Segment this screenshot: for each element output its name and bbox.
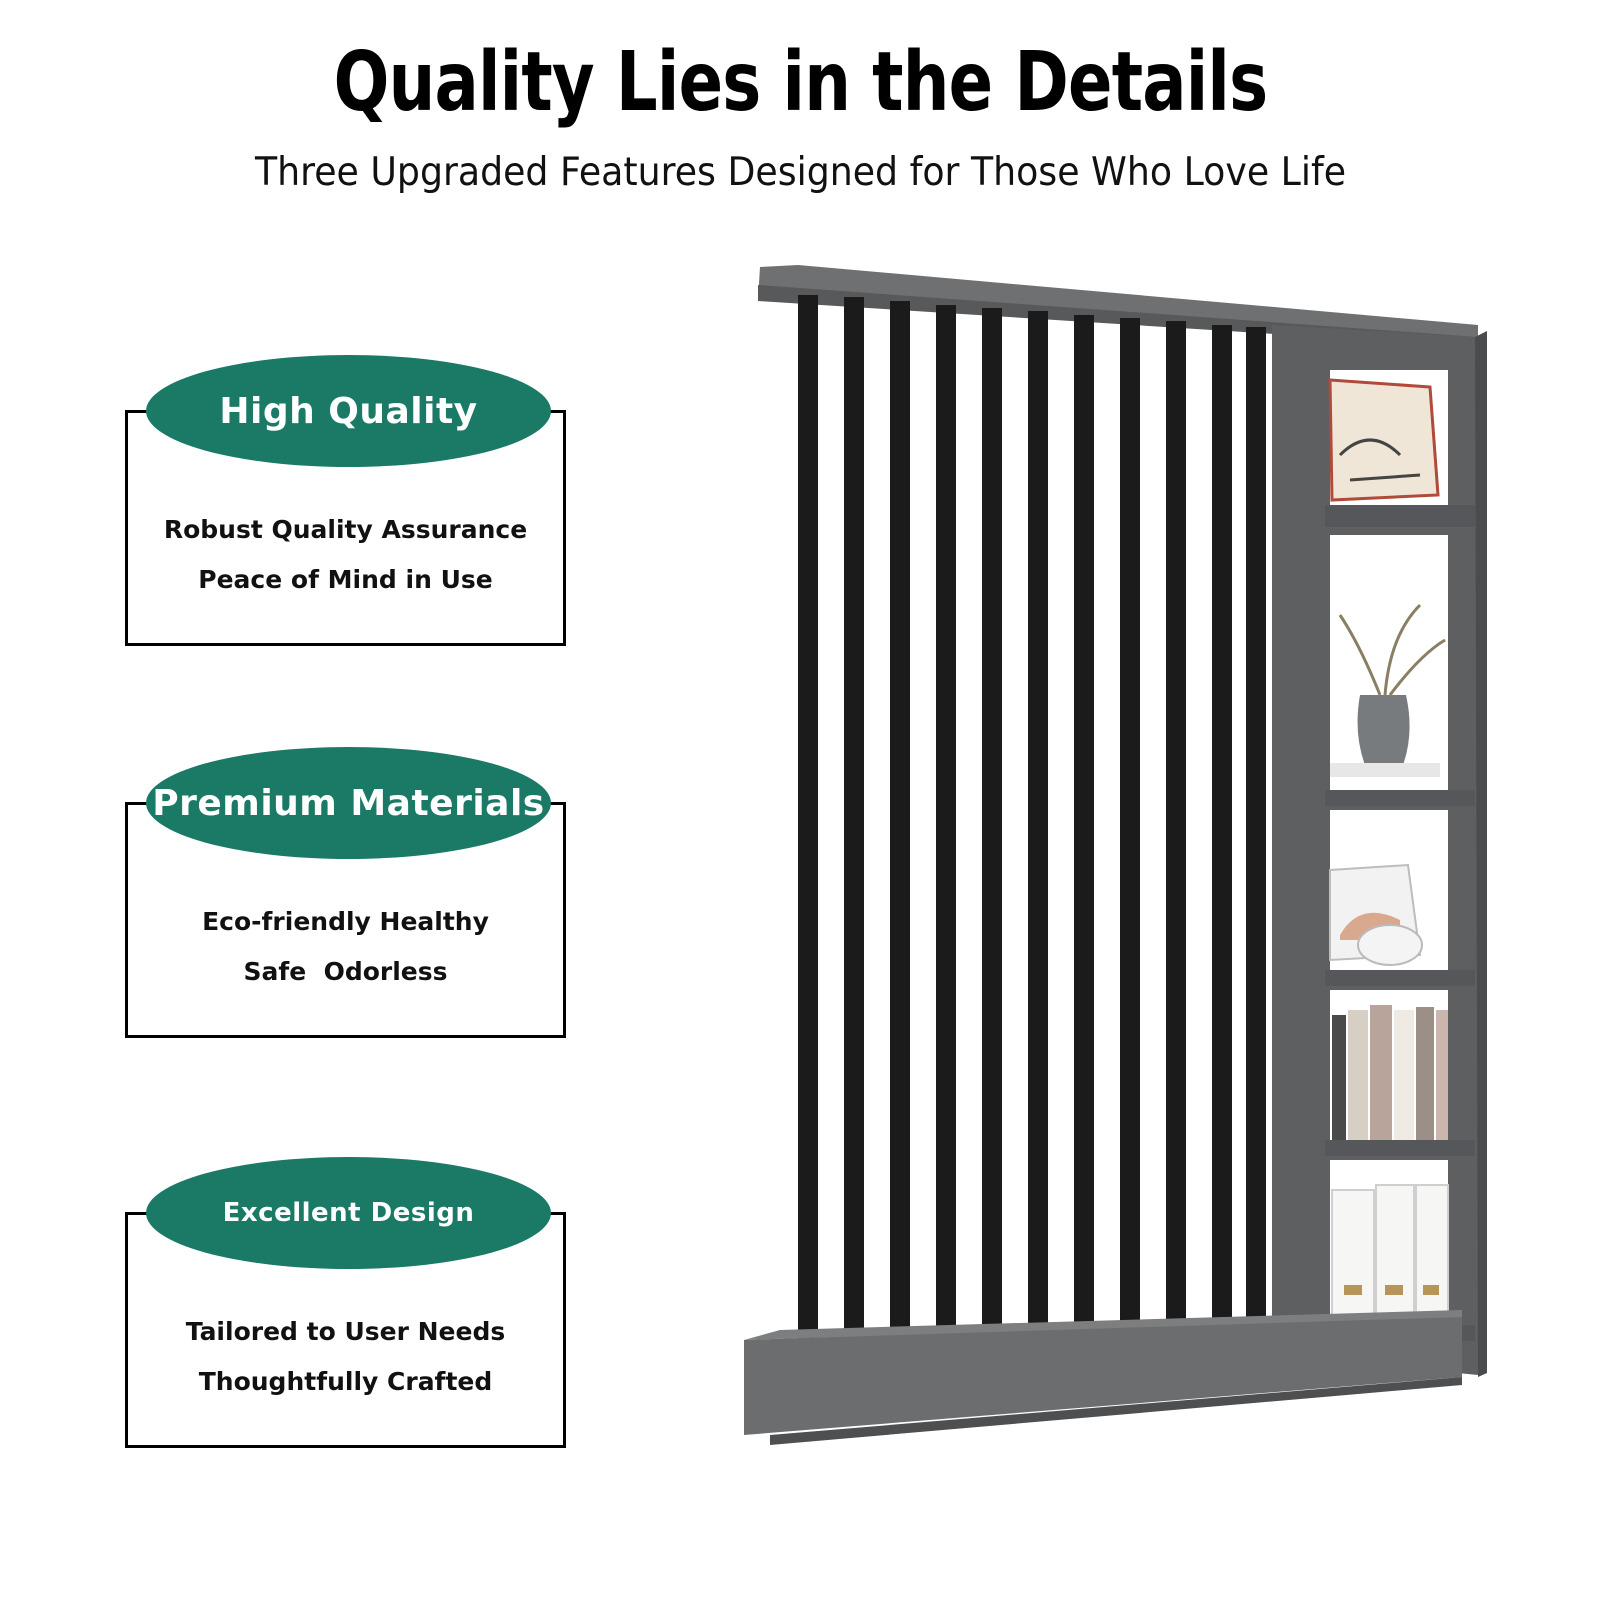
sculpture-decor	[1357, 924, 1423, 966]
feature-line: Peace of Mind in Use	[198, 565, 493, 594]
page-title: Quality Lies in the Details	[333, 35, 1269, 130]
card-border-segment	[125, 410, 149, 413]
file-box	[1375, 1184, 1415, 1326]
shelf-board	[1325, 1140, 1475, 1156]
book	[1436, 1010, 1448, 1140]
feature-badge: Premium Materials	[146, 747, 551, 859]
vase-decor	[1357, 695, 1410, 777]
feature-line: Robust Quality Assurance	[163, 515, 528, 544]
feature-description: Robust Quality Assurance Peace of Mind i…	[128, 505, 563, 605]
room-divider-illustration	[744, 265, 1487, 1445]
feature-line: Safe Odorless	[243, 957, 448, 986]
feature-badge: High Quality	[146, 355, 551, 467]
top-cap	[758, 265, 1478, 337]
shelf-board	[1325, 790, 1475, 806]
calendar-decor	[1328, 378, 1440, 502]
feature-line: Eco-friendly Healthy	[202, 907, 489, 936]
page-subtitle: Three Upgraded Features Designed for Tho…	[254, 150, 1347, 195]
card-border-segment	[542, 802, 566, 805]
card-border-segment	[542, 410, 566, 413]
shelf-board	[1325, 970, 1475, 986]
feature-card-excellent-design: Excellent Design Tailored to User Needs …	[125, 1157, 566, 1448]
feature-line: Thoughtfully Crafted	[198, 1367, 493, 1396]
base-plinth	[744, 1315, 1462, 1435]
book	[1332, 1015, 1346, 1140]
book	[1348, 1010, 1368, 1140]
book	[1416, 1007, 1434, 1140]
cabinet-side-panel	[1475, 331, 1487, 1377]
vertical-slats	[798, 295, 1266, 1369]
feature-card-high-quality: High Quality Robust Quality Assurance Pe…	[125, 355, 566, 646]
card-border-segment	[542, 1212, 566, 1215]
feature-line: Tailored to User Needs	[185, 1317, 506, 1346]
feature-description: Tailored to User Needs Thoughtfully Craf…	[128, 1307, 563, 1407]
book	[1370, 1005, 1392, 1140]
file-box	[1331, 1189, 1375, 1326]
card-border-segment	[125, 1212, 149, 1215]
feature-description: Eco-friendly Healthy Safe Odorless	[128, 897, 563, 997]
card-border-segment	[125, 802, 149, 805]
book	[1394, 1010, 1414, 1140]
feature-card-premium-materials: Premium Materials Eco-friendly Healthy S…	[125, 747, 566, 1038]
book-stack	[1330, 763, 1440, 777]
shelf-board	[1325, 505, 1475, 527]
file-box	[1415, 1184, 1449, 1326]
feature-badge: Excellent Design	[146, 1157, 551, 1269]
